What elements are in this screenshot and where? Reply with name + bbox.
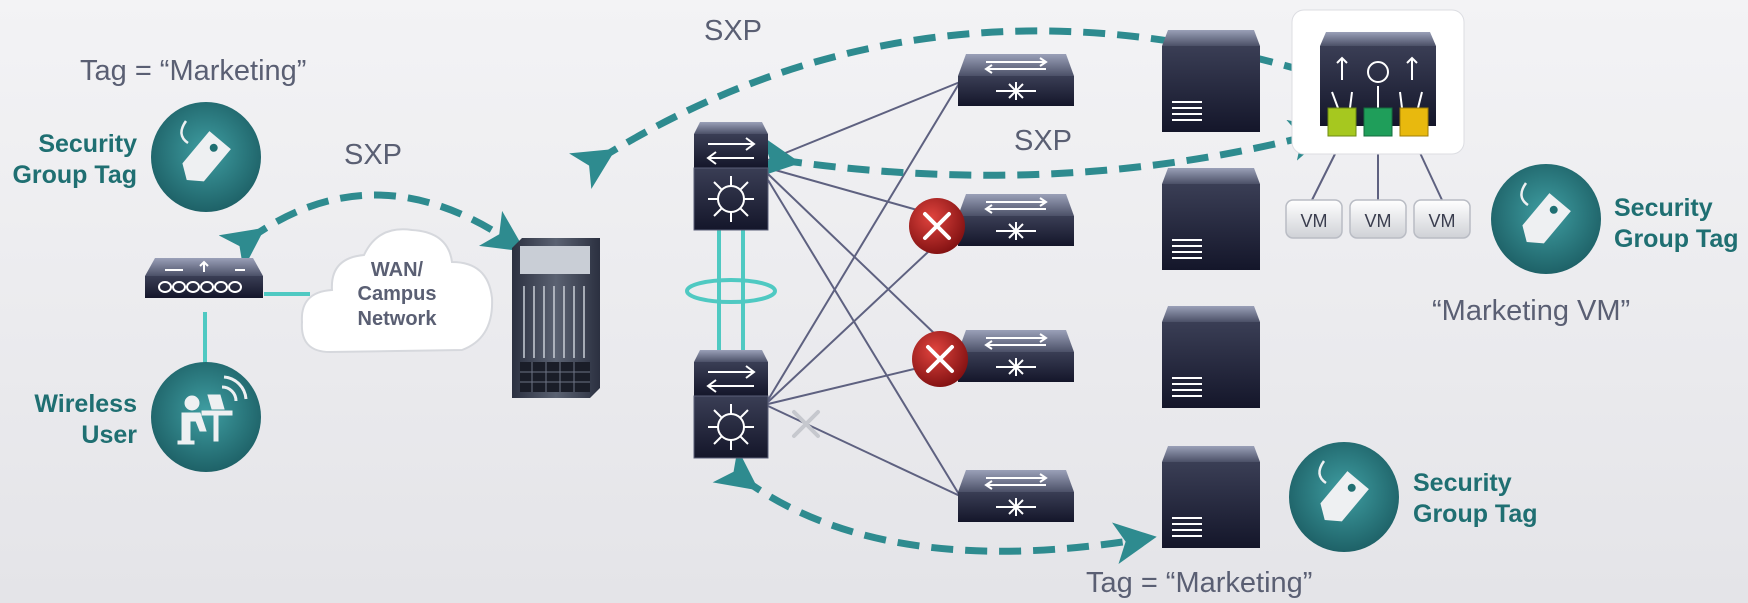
cloud-icon xyxy=(300,228,494,354)
chassis-switch-icon xyxy=(512,238,600,398)
cloud-label-line1: WAN/ xyxy=(371,259,424,281)
vm-box xyxy=(1349,199,1407,239)
wireless-user-label-line2: User xyxy=(81,421,137,449)
router-icon xyxy=(145,258,263,298)
server-icon xyxy=(1162,446,1260,548)
vm-box xyxy=(1413,199,1471,239)
tag-marketing-bottom-label: Tag = “Marketing” xyxy=(1086,567,1312,599)
vm-label: VM xyxy=(1429,211,1456,231)
server-icon xyxy=(1162,168,1260,270)
sgt-right-label-line2: Group Tag xyxy=(1614,225,1739,253)
cloud-label-line3: Network xyxy=(358,308,438,330)
tag-marketing-top-label: Tag = “Marketing” xyxy=(80,55,306,87)
sxp-left-label: SXP xyxy=(344,139,402,171)
tag-icon xyxy=(1289,442,1399,552)
core-switch-icon xyxy=(693,122,769,231)
vm-box xyxy=(1285,199,1343,239)
sgt-bottom-label-line1: Security xyxy=(1413,469,1512,497)
wireless-user-label-line1: Wireless xyxy=(34,390,137,418)
marketing-vm-label: “Marketing VM” xyxy=(1432,295,1630,327)
vm-label: VM xyxy=(1301,211,1328,231)
tag-icon xyxy=(151,102,261,212)
access-switch-icon xyxy=(958,330,1074,382)
core-switch-icon xyxy=(693,350,769,459)
sxp-arrow-bottom xyxy=(712,448,1157,564)
blocked-link-icon xyxy=(912,331,968,387)
server-icon xyxy=(1162,30,1260,132)
sxp-arrow-left xyxy=(218,191,526,270)
server-icon xyxy=(1162,306,1260,408)
wireless-user-icon xyxy=(151,362,261,472)
sxp-arrow-mid xyxy=(756,119,1333,179)
blocked-link-faint-icon xyxy=(792,410,820,438)
access-switch-icon xyxy=(958,194,1074,246)
core-interconnect xyxy=(685,230,777,352)
router-links xyxy=(203,292,310,368)
sgt-left-label-line2: Group Tag xyxy=(12,161,137,189)
access-switch-icon xyxy=(958,470,1074,522)
cloud-label-line2: Campus xyxy=(358,283,437,305)
sxp-top-label: SXP xyxy=(704,15,762,47)
sgt-left-label-line1: Security xyxy=(38,130,137,158)
sxp-mid-label: SXP xyxy=(1014,125,1072,157)
access-switch-icon xyxy=(958,54,1074,106)
blocked-link-icon xyxy=(909,198,965,254)
sgt-bottom-label-line2: Group Tag xyxy=(1413,500,1538,528)
vm-label: VM xyxy=(1365,211,1392,231)
sgt-right-label-line1: Security xyxy=(1614,194,1713,222)
hypervisor-icon xyxy=(1291,9,1465,155)
tag-icon xyxy=(1491,164,1601,274)
